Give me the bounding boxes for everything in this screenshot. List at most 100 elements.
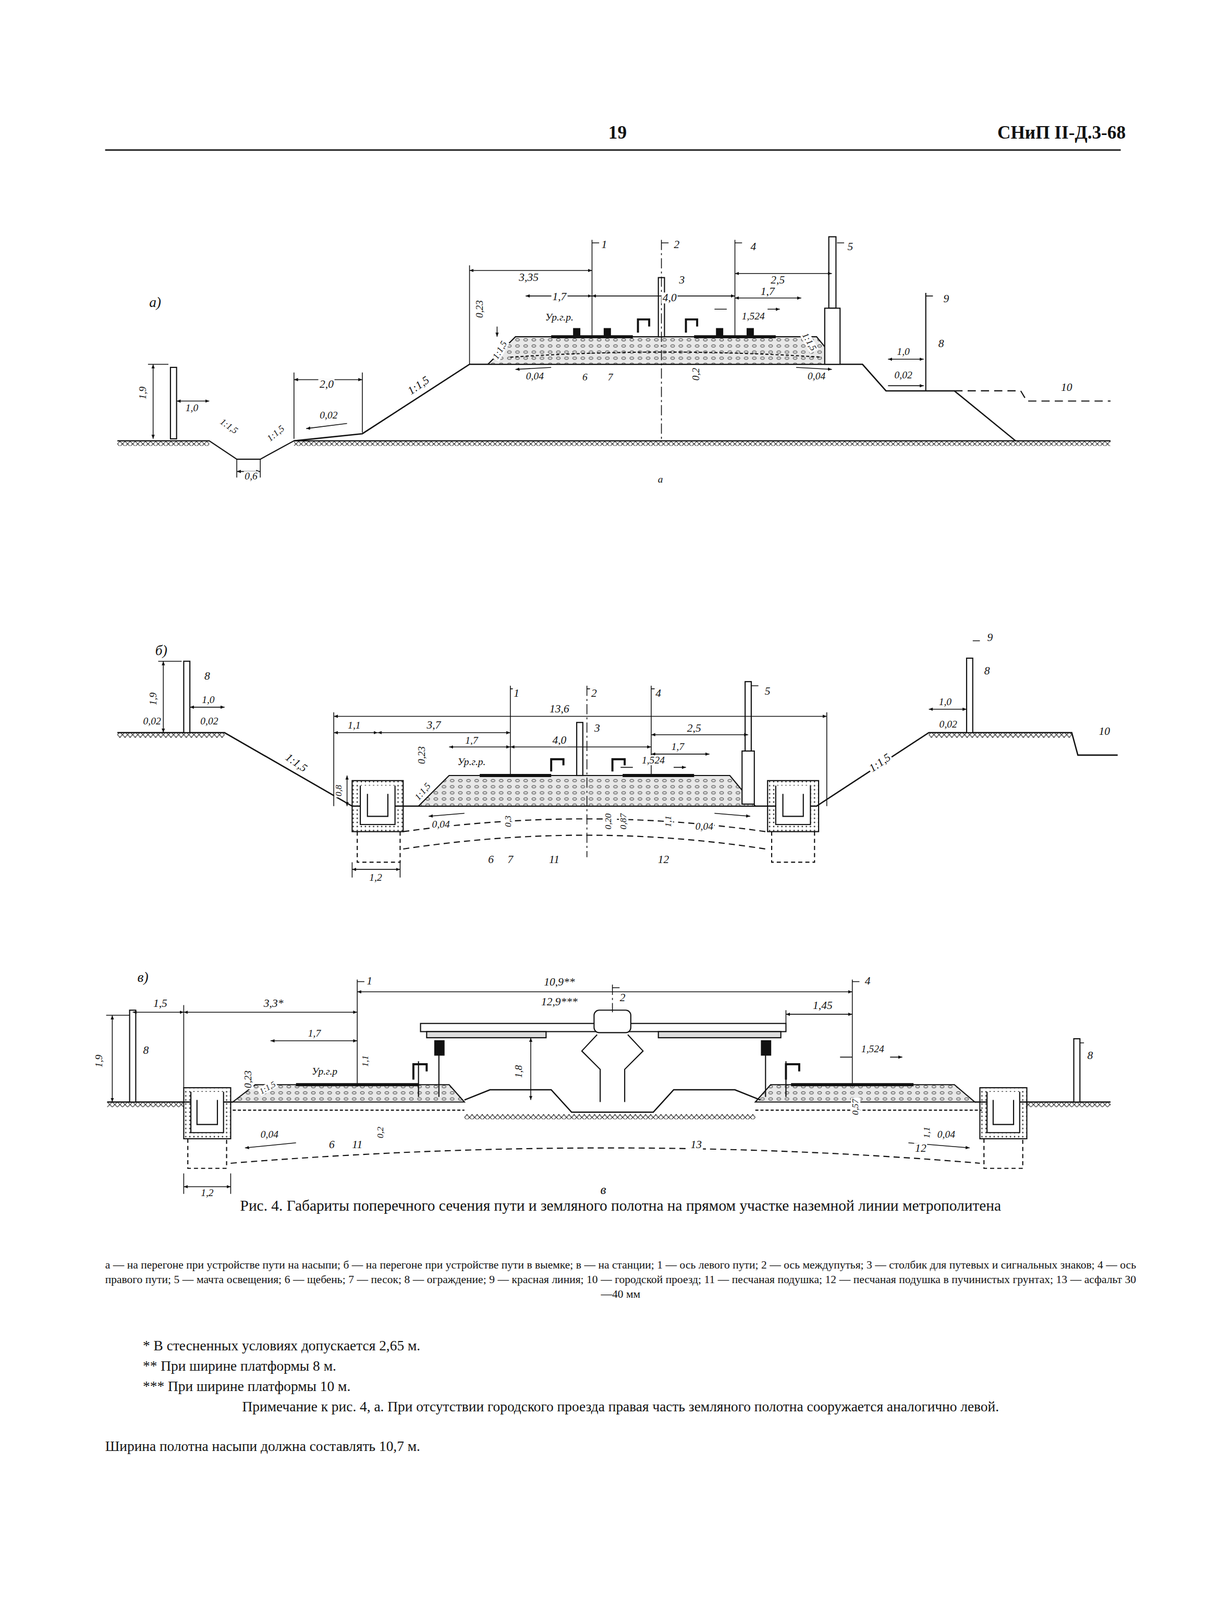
drawing-part [509, 686, 511, 776]
dimension-label: Ур.г.р [310, 1066, 339, 1078]
drawing-part [333, 732, 378, 734]
drawing-part [593, 1010, 631, 1033]
drawing-part [515, 367, 552, 370]
drawing-part [586, 686, 588, 858]
dimension-label: б) [154, 643, 169, 658]
dimension-label: 1,9 [93, 1054, 105, 1069]
dimension-label: 0,02 [142, 716, 163, 727]
drawing-part [351, 869, 400, 871]
drawing-part [294, 364, 1016, 442]
drawing-part [434, 1041, 445, 1056]
legend-text: а — на перегоне при устройстве пути на н… [105, 1258, 1137, 1303]
drawing-part [189, 706, 225, 709]
dimension-label: а [656, 474, 665, 485]
dimension-label: 4 [654, 688, 663, 701]
drawing-part [464, 1114, 756, 1120]
drawing-part [333, 712, 827, 807]
dimension-label: 1:1,5 [217, 416, 240, 437]
dimension-label: 12 [913, 1143, 928, 1156]
dimension-label: Ур.г.р. [544, 312, 575, 323]
dimension-label: 1:1,5 [264, 423, 287, 445]
dimension-label: 13 [689, 1139, 703, 1152]
dimension-label: 2,5 [686, 723, 703, 735]
dimension-label: 7 [506, 855, 515, 867]
dimension-label: 6 [327, 1139, 336, 1152]
dimension-label: 1,7 [464, 736, 479, 747]
note-text: Ширина полотна насыпи должна составлять … [105, 1437, 1137, 1457]
drawing-part [190, 1092, 224, 1133]
drawing-part [741, 751, 754, 805]
drawing-part [306, 423, 347, 430]
dimension-label: 1,2 [199, 1188, 215, 1199]
drawing-part [117, 733, 225, 739]
drawing-part [785, 1010, 787, 1024]
drawing-part [469, 265, 471, 365]
dimension-label: 8 [203, 671, 212, 683]
dimension-label: 10 [1059, 382, 1074, 394]
dimension-label: 4 [749, 241, 758, 253]
drawing-part [148, 363, 169, 365]
page-rule [105, 149, 1121, 151]
drawing-part [785, 1014, 852, 1016]
dimension-label: 1,0 [200, 694, 216, 706]
dimension-label: 0,02 [199, 716, 219, 727]
drawing-part [187, 1139, 1023, 1169]
drawing-part [232, 1109, 982, 1112]
drawing-part [448, 746, 510, 748]
drawing-part [714, 309, 780, 311]
dimension-label: 1,524 [740, 311, 766, 322]
dimension-label: 1,0 [895, 347, 911, 358]
drawing-part [117, 441, 1111, 460]
dimension-label: 12 [656, 855, 671, 867]
embankment-section [117, 236, 1111, 460]
dimension-label: 1:1,5 [257, 1079, 278, 1097]
drawing-part [661, 239, 663, 442]
drawing-part [929, 733, 1072, 739]
dimension-label: 2 [590, 688, 599, 701]
drawing-part [403, 835, 766, 850]
dimension-label: 4,0 [551, 735, 568, 748]
drawing-part [403, 819, 766, 832]
drawing-part [129, 1010, 137, 1103]
dimension-label: 4,0 [661, 292, 678, 304]
dimension-label: 1,7 [759, 286, 776, 298]
dimension-label: 10 [1098, 726, 1112, 738]
drawing-part [925, 293, 927, 392]
drawing-part [176, 400, 210, 402]
drawing-part [170, 367, 177, 439]
drawing-part [735, 273, 833, 275]
dimension-label: 6 [486, 855, 495, 867]
dimension-label: 1,7 [551, 291, 568, 303]
drawing-part [824, 308, 840, 365]
drawing-part [152, 364, 154, 439]
dimension-label: 1 [365, 976, 374, 988]
drawing-part [357, 832, 815, 863]
drawing-part [591, 239, 593, 337]
dimension-lines [148, 265, 924, 478]
dimension-label: 2,0 [318, 379, 335, 391]
dimension-label: 8 [937, 338, 946, 350]
cutting-section [117, 641, 1118, 863]
dimension-label: 1:1,5 [865, 751, 894, 776]
dimension-label: 1,45 [811, 1001, 834, 1013]
dimension-label: 1,9 [137, 385, 149, 400]
dimension-label: 1:1,5 [412, 781, 434, 803]
drawing-part [510, 641, 981, 690]
page-header: 19 [607, 123, 628, 142]
dimension-label: 1:1,5 [282, 751, 310, 776]
dimension-label: 0,04 [431, 819, 451, 831]
drawing-part [714, 813, 751, 817]
dimension-label: 1,5 [152, 998, 169, 1011]
dimension-label: 1,524 [860, 1044, 886, 1055]
drawing-part [966, 658, 973, 734]
dimension-label: 9 [942, 293, 950, 306]
note-text: Примечание к рис. 4, а. При отсутствии г… [105, 1398, 1137, 1418]
dimension-label: 0,04 [525, 371, 545, 383]
drawing-part [413, 1064, 800, 1080]
dimension-label: 3 [677, 275, 686, 287]
dimension-label: 3,7 [425, 720, 443, 732]
dimension-label: 0,04 [694, 821, 715, 833]
dimension-label: 10,9** [542, 977, 576, 990]
drawing-part [230, 1148, 980, 1164]
